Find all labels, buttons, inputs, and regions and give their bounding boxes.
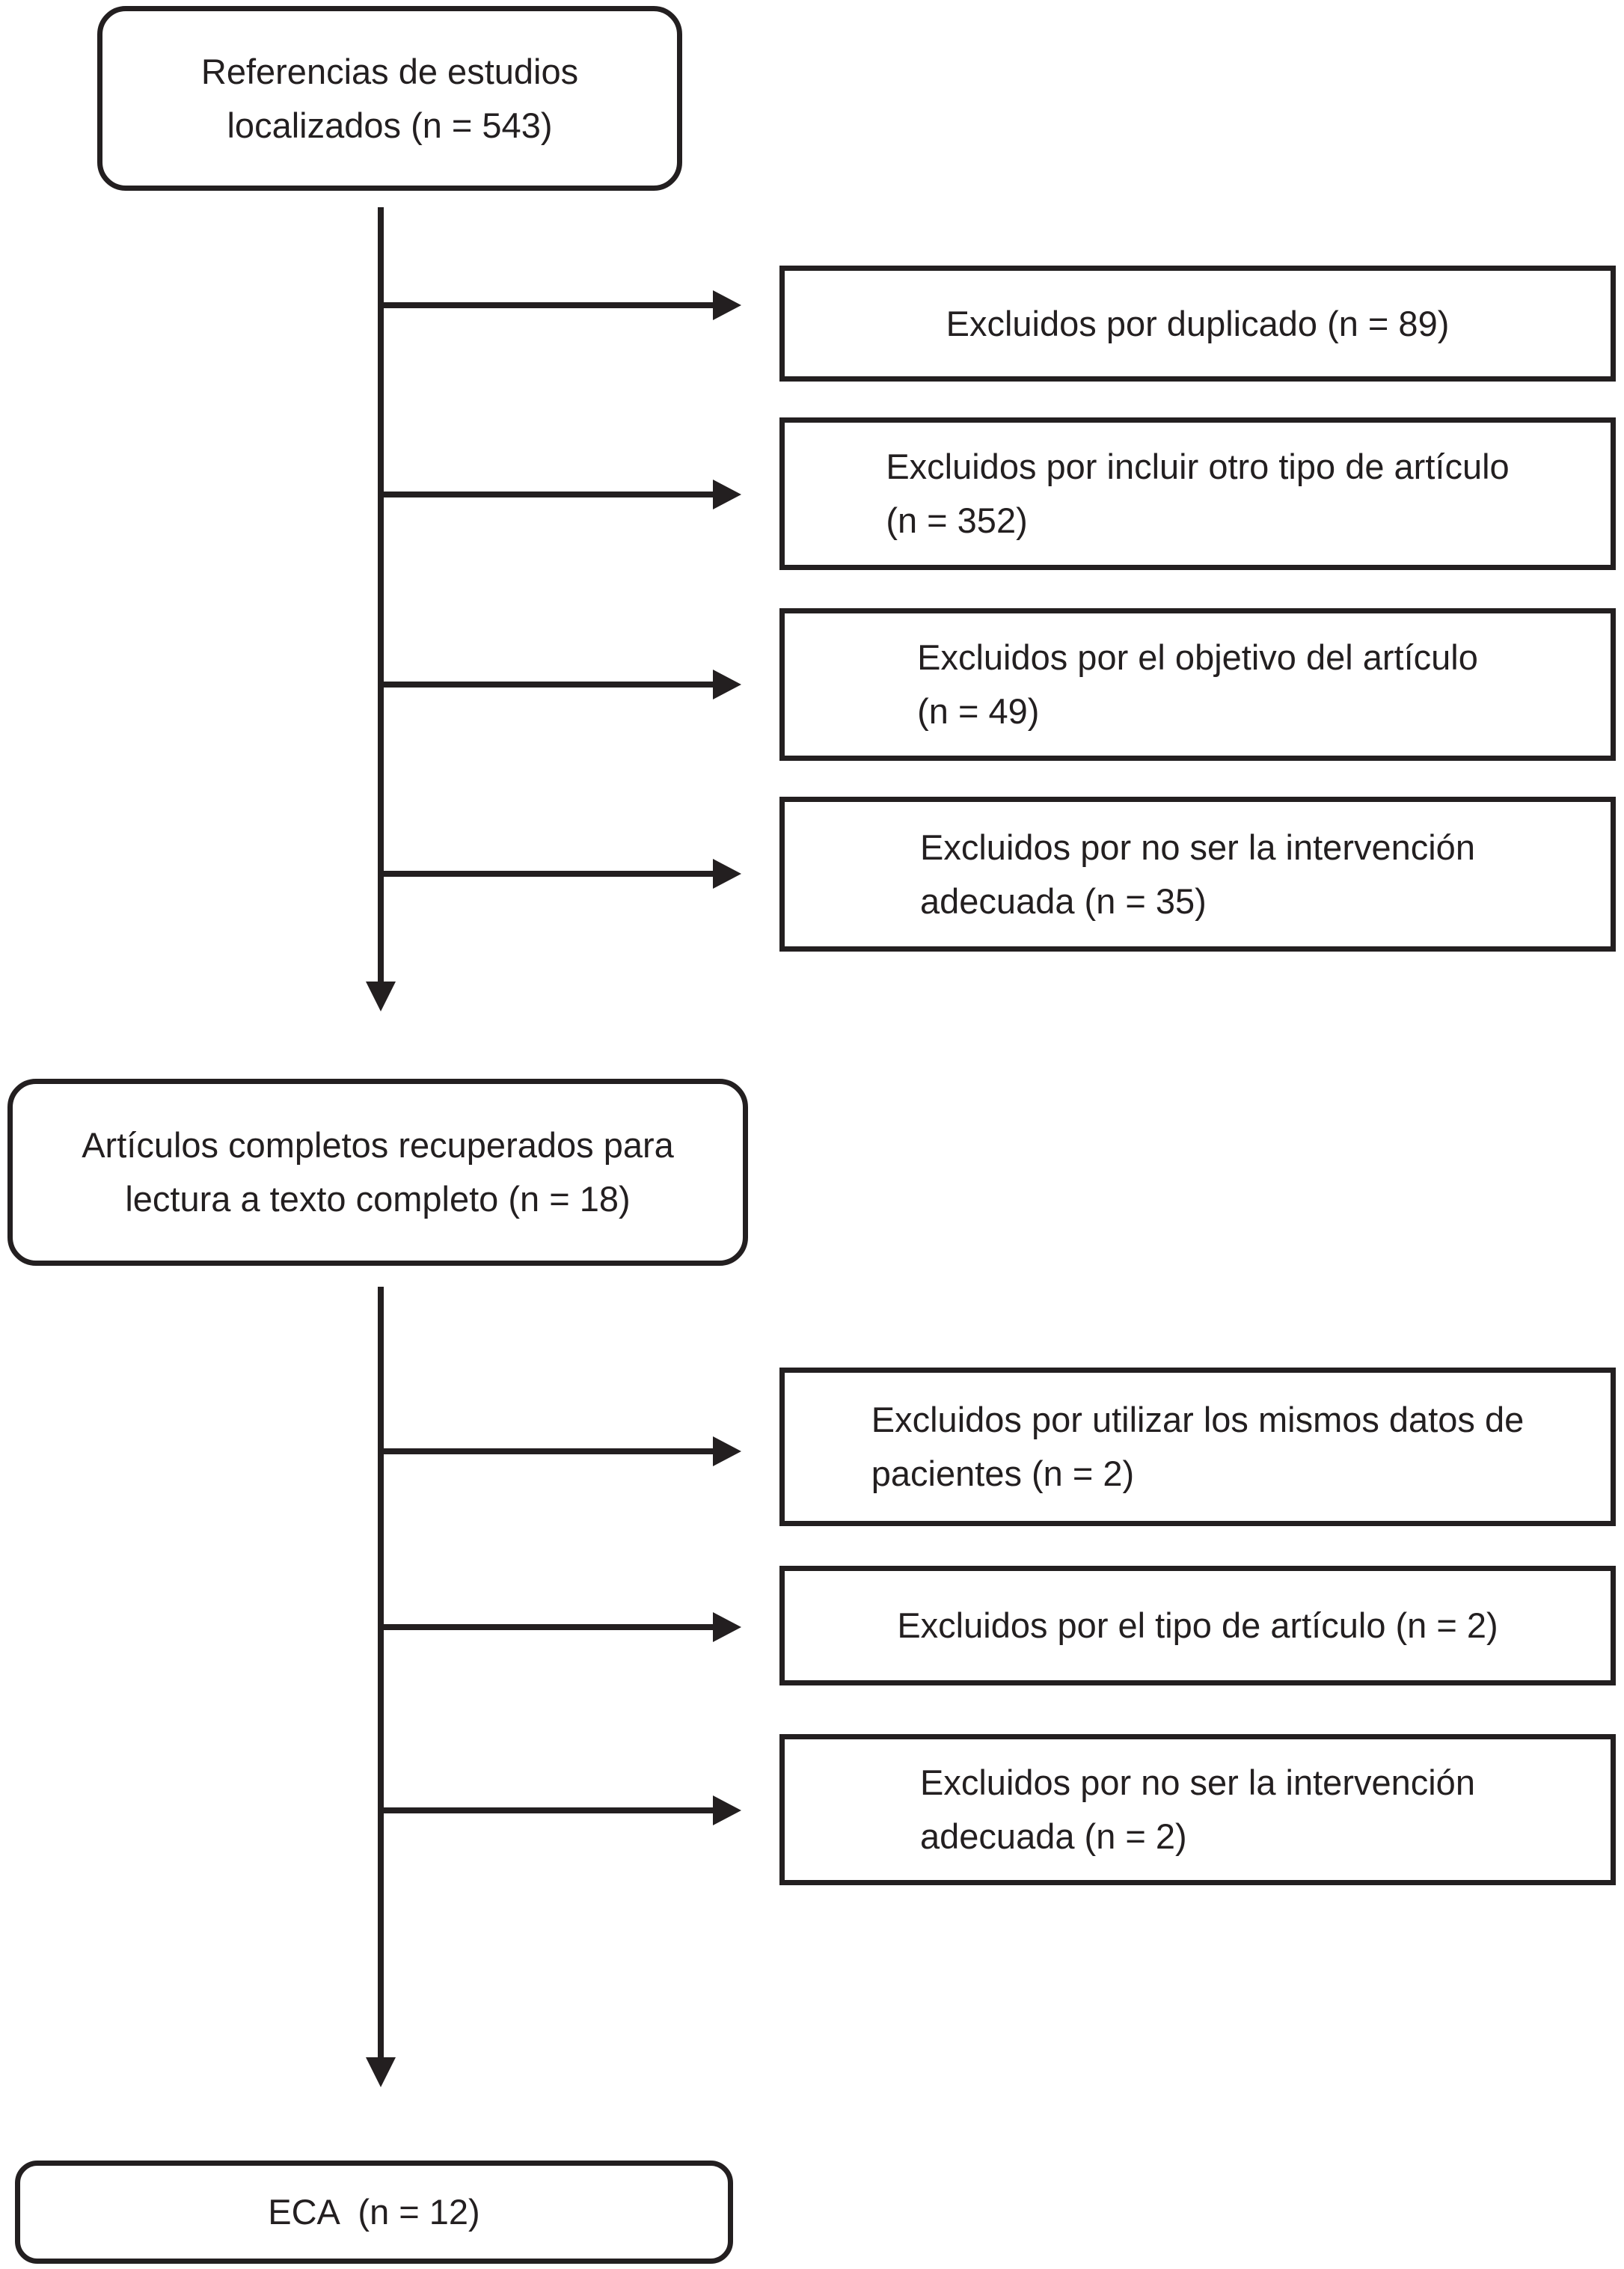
node-text: Artículos completos recuperados para lec… [82, 1118, 674, 1226]
arrowhead-right-icon [713, 1436, 741, 1466]
node-text: Referencias de estudios localizados (n =… [201, 45, 578, 153]
branch-line-3 [381, 682, 714, 688]
node-text: Excluidos por no ser la intervención ade… [920, 821, 1475, 928]
node-text: Excluidos por el tipo de artículo (n = 2… [897, 1599, 1498, 1653]
node-text-line: Referencias de estudios [200, 51, 579, 91]
node-text-line: Excluidos por utilizar los mismos datos … [871, 1400, 1525, 1439]
node-excluido-mismos-datos: Excluidos por utilizar los mismos datos … [779, 1368, 1616, 1526]
node-text-line: (n = 49) [917, 691, 1040, 731]
node-excluido-tipo-articulo: Excluidos por el tipo de artículo (n = 2… [779, 1566, 1616, 1685]
main-flow-line-1 [378, 207, 384, 982]
branch-line-7 [381, 1807, 714, 1813]
node-text-line: Excluidos por incluir otro tipo de artíc… [886, 447, 1510, 486]
node-text-line: ECA (n = 12) [268, 2192, 480, 2232]
arrowhead-right-icon [713, 859, 741, 889]
node-eca: ECA (n = 12) [15, 2161, 733, 2264]
branch-line-1 [381, 302, 714, 308]
node-excluido-intervencion-35: Excluidos por no ser la intervención ade… [779, 797, 1616, 952]
node-text-line: localizados (n = 543) [227, 105, 553, 145]
main-flow-line-2 [378, 1287, 384, 2057]
node-excluido-duplicado: Excluidos por duplicado (n = 89) [779, 266, 1616, 382]
node-text-line: adecuada (n = 2) [920, 1816, 1187, 1856]
branch-line-6 [381, 1624, 714, 1630]
branch-line-2 [381, 492, 714, 497]
node-excluido-otro-tipo-articulo: Excluidos por incluir otro tipo de artíc… [779, 417, 1616, 570]
arrowhead-right-icon [713, 1612, 741, 1642]
arrowhead-right-icon [713, 480, 741, 509]
node-text-line: Excluidos por no ser la intervención [920, 1763, 1475, 1802]
node-text: Excluidos por no ser la intervención ade… [920, 1756, 1475, 1864]
node-text-line: lectura a texto completo (n = 18) [125, 1179, 631, 1219]
branch-line-5 [381, 1448, 714, 1454]
node-text: Excluidos por el objetivo del artículo (… [917, 631, 1478, 738]
node-text-line: pacientes (n = 2) [871, 1454, 1135, 1493]
node-text: Excluidos por incluir otro tipo de artíc… [886, 440, 1509, 548]
node-text: Excluidos por utilizar los mismos datos … [871, 1393, 1524, 1501]
node-referencias-localizadas: Referencias de estudios localizados (n =… [97, 6, 682, 191]
node-text-line: Excluidos por duplicado (n = 89) [946, 303, 1450, 343]
node-articulos-completos: Artículos completos recuperados para lec… [7, 1079, 748, 1266]
arrowhead-down-icon [366, 982, 396, 1011]
arrowhead-down-icon [366, 2057, 396, 2087]
node-text-line: Excluidos por no ser la intervención [920, 827, 1475, 867]
branch-line-4 [381, 871, 714, 877]
arrowhead-right-icon [713, 290, 741, 320]
node-text-line: adecuada (n = 35) [920, 881, 1207, 921]
node-text-line: Excluidos por el tipo de artículo (n = 2… [897, 1605, 1498, 1645]
node-text: ECA (n = 12) [268, 2185, 479, 2239]
node-text-line: Excluidos por el objetivo del artículo [917, 637, 1478, 677]
node-text-line: (n = 352) [886, 500, 1028, 540]
arrowhead-right-icon [713, 670, 741, 699]
node-text-line: Artículos completos recuperados para [82, 1125, 674, 1165]
node-excluido-intervencion-2: Excluidos por no ser la intervención ade… [779, 1734, 1616, 1885]
node-text: Excluidos por duplicado (n = 89) [946, 297, 1450, 351]
node-excluido-objetivo-articulo: Excluidos por el objetivo del artículo (… [779, 608, 1616, 761]
arrowhead-right-icon [713, 1795, 741, 1825]
